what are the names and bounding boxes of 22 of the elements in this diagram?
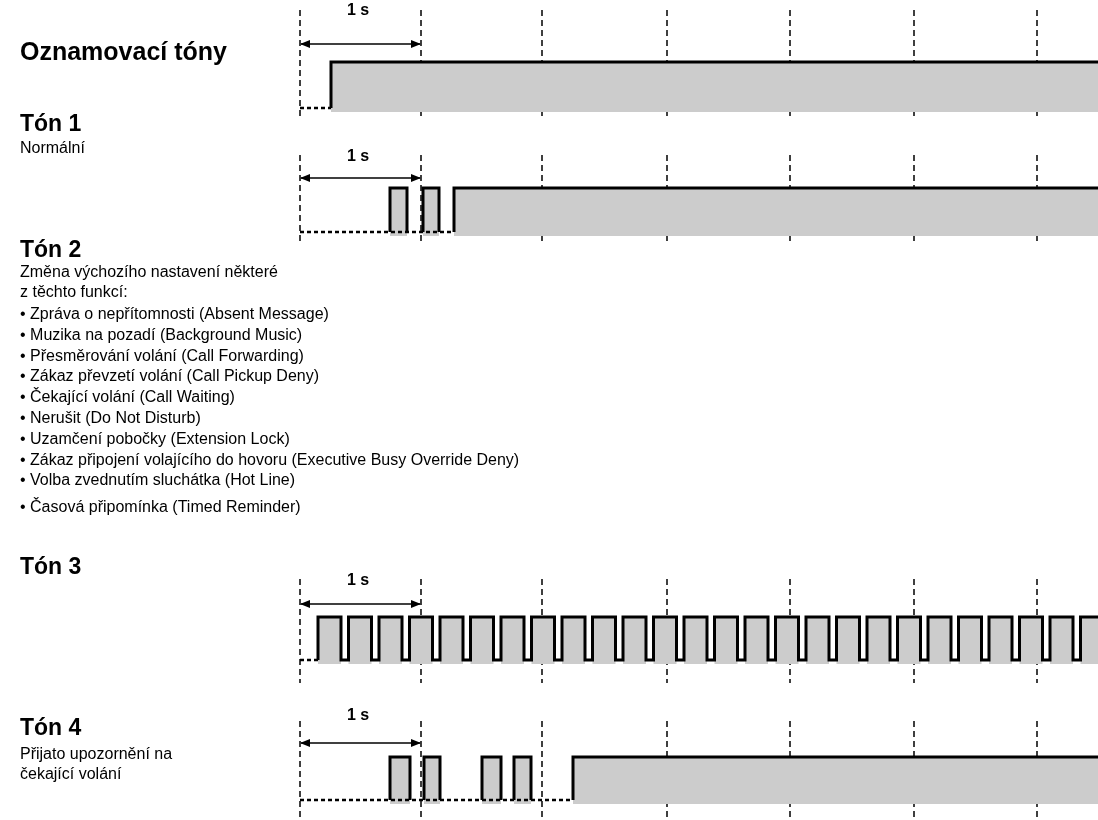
duration-label: 1 s bbox=[347, 570, 370, 590]
list-item: • Čekající volání (Call Waiting) bbox=[20, 387, 235, 408]
tone-heading: Tón 4 bbox=[20, 714, 82, 740]
list-item: • Přesměrování volání (Call Forwarding) bbox=[20, 345, 304, 366]
description-text: Normální bbox=[20, 138, 85, 158]
list-item: • Nerušit (Do Not Disturb) bbox=[20, 408, 201, 428]
description-text: Změna výchozího nastavení některé z těchto funkcí: bbox=[20, 262, 279, 302]
list-item: • Zákaz připojení volajícího do hovoru (Executive Busy Override Deny) bbox=[20, 449, 520, 470]
list-item: • Zpráva o nepřítomnosti (Absent Message) bbox=[20, 304, 329, 324]
diagram-title: Oznamovací tóny bbox=[20, 38, 227, 64]
duration-label: 1 s bbox=[347, 146, 370, 166]
list-item: • Časová připomínka (Timed Reminder) bbox=[20, 497, 301, 518]
list-item: • Zákaz převzetí volání (Call Pickup Deny) bbox=[20, 366, 320, 387]
duration-label: 1 s bbox=[347, 705, 370, 725]
list-item: • Volba zvednutím sluchátka (Hot Line) bbox=[20, 470, 296, 491]
tone-heading: Tón 1 bbox=[20, 110, 82, 136]
tone-heading: Tón 3 bbox=[20, 553, 82, 579]
duration-label: 1 s bbox=[347, 0, 370, 20]
description-text: Přijato upozornění na čekající volání bbox=[20, 744, 174, 784]
list-item: • Uzamčení pobočky (Extension Lock) bbox=[20, 428, 290, 449]
tone-heading: Tón 2 bbox=[20, 236, 82, 262]
list-item: • Muzika na pozadí (Background Music) bbox=[20, 324, 303, 345]
